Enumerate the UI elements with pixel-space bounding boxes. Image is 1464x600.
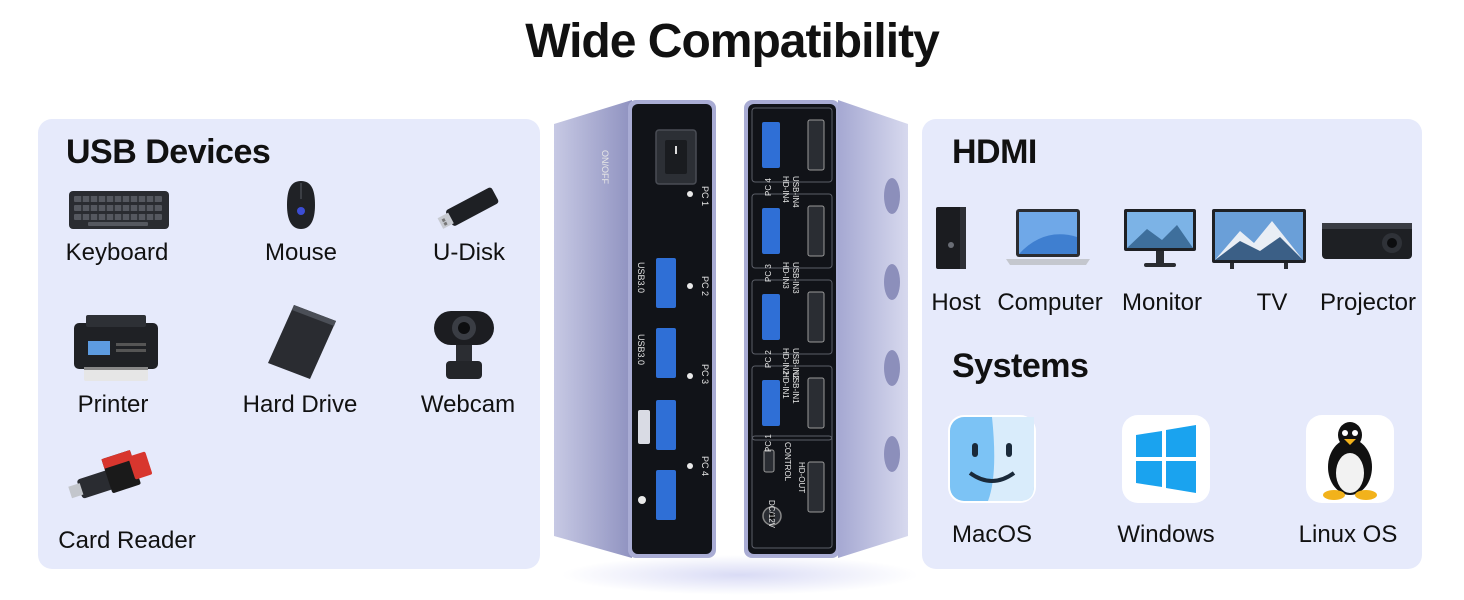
hard-drive-icon — [268, 305, 336, 379]
systems-label-macos: MacOS — [951, 521, 1033, 548]
hdmi-heading: HDMI — [952, 133, 1037, 171]
pc4-select-button[interactable] — [884, 178, 900, 214]
back-hdout-label: HD-OUT — [797, 462, 806, 494]
front-usb-label-1: USB3.0 — [636, 262, 646, 294]
keyboard-icon — [69, 191, 169, 229]
front-pc3-label: PC 3 — [700, 364, 710, 385]
front-pc2-label: PC 2 — [700, 276, 710, 297]
back-pc4-label: PC 4 — [764, 178, 773, 196]
hdmi-systems-panel: HDMI Host Computer Monitor TV — [922, 119, 1422, 569]
card-reader-icon — [68, 449, 152, 499]
back-usb-in1-label: USB-IN1 — [791, 372, 800, 404]
kvm-switch-illustration — [554, 100, 908, 558]
back-dc-label: DC/12V — [767, 500, 776, 529]
windows-logo-icon — [1122, 415, 1210, 503]
hdmi-label-monitor: Monitor — [1121, 289, 1203, 316]
usb-label-printer: Printer — [77, 391, 149, 418]
usb-drive-icon — [437, 187, 499, 229]
back-hd-in3-label: HD-IN3 — [781, 262, 790, 289]
usb-devices-panel: USB Devices Keyboard Mouse U-D — [38, 119, 540, 569]
usb-label-mouse: Mouse — [264, 239, 338, 266]
usb-devices-heading: USB Devices — [66, 133, 271, 171]
tv-icon — [1212, 209, 1306, 269]
usb-label-webcam: Webcam — [420, 391, 516, 418]
hdmi-label-computer: Computer — [997, 289, 1103, 316]
hdmi-label-tv: TV — [1256, 289, 1288, 316]
power-switch-label: ON/OFF — [600, 150, 610, 184]
pc2-select-button[interactable] — [884, 350, 900, 386]
back-control-label: CONTROL — [783, 442, 792, 482]
pc1-select-button[interactable] — [884, 436, 900, 472]
pc3-select-button[interactable] — [884, 264, 900, 300]
systems-heading: Systems — [952, 347, 1089, 385]
usb-label-udisk: U-Disk — [433, 239, 505, 266]
macos-finder-icon — [948, 415, 1036, 503]
hdmi-label-host: Host — [931, 289, 981, 316]
back-hd-in4-label: HD-IN4 — [781, 176, 790, 203]
front-pc1-label: PC 1 — [700, 186, 710, 207]
systems-label-windows: Windows — [1117, 521, 1215, 548]
front-pc4-label: PC 4 — [700, 456, 710, 477]
back-pc2-label: PC 2 — [764, 350, 773, 368]
linux-tux-icon — [1306, 415, 1394, 503]
hdmi-label-projector: Projector — [1319, 289, 1417, 316]
back-usb-in4-label: USB-IN4 — [791, 176, 800, 208]
printer-icon — [74, 315, 158, 381]
usb-label-hard-drive: Hard Drive — [242, 391, 358, 418]
device-floor-glow — [560, 555, 920, 595]
monitor-icon — [1124, 209, 1196, 267]
page-title: Wide Compatibility — [525, 15, 940, 68]
systems-label-linux: Linux OS — [1298, 521, 1398, 548]
front-usb-label-2: USB3.0 — [636, 334, 646, 366]
mouse-icon — [287, 181, 315, 229]
back-usb-in3-label: USB-IN3 — [791, 262, 800, 294]
back-hd-in1-label: HD-IN1 — [781, 372, 790, 399]
back-pc1-label: PC 1 — [764, 434, 773, 452]
projector-icon — [1322, 223, 1412, 259]
back-hd-in2-label: HD-IN2 — [781, 348, 790, 375]
laptop-icon — [1006, 209, 1090, 265]
host-tower-icon — [936, 207, 966, 269]
usb-label-keyboard: Keyboard — [65, 239, 169, 266]
back-pc3-label: PC 3 — [764, 264, 773, 282]
webcam-icon — [434, 311, 494, 379]
usb-label-card-reader: Card Reader — [58, 527, 196, 554]
